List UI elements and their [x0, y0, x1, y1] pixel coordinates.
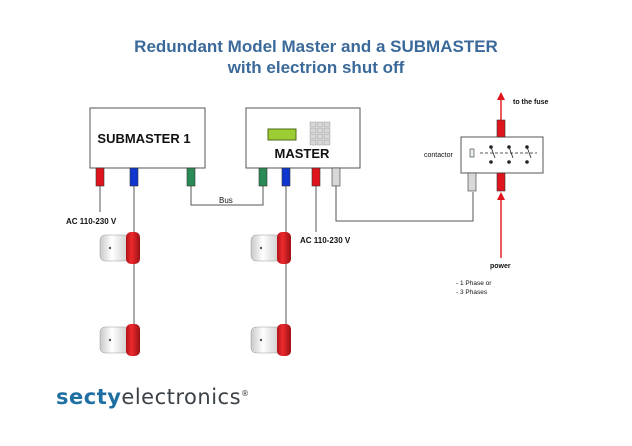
diagram-title-line-1: Redundant Model Master and a SUBMASTER — [134, 37, 498, 56]
submaster-terminal-red — [95, 167, 105, 187]
wires — [99, 186, 474, 330]
contactor-terminal-top-red — [496, 119, 506, 138]
contactor-switch-symbols — [480, 145, 537, 164]
contactor-control-wire — [335, 186, 474, 222]
to-fuse-label: to the fuse — [513, 99, 548, 106]
submaster-box — [89, 107, 206, 169]
ac-left-label: AC 110-230 V — [66, 217, 117, 226]
master-terminal-blue — [281, 167, 291, 187]
master-terminal-green — [258, 167, 268, 187]
master-label: MASTER — [275, 146, 331, 161]
siren-master-2 — [250, 324, 291, 356]
master-box — [245, 107, 361, 169]
siren-submaster-2 — [99, 324, 140, 356]
contactor-terminal-bottom-red — [496, 172, 506, 192]
master-terminal-red — [311, 167, 321, 187]
siren-submaster-1 — [99, 232, 140, 264]
logo-registered-mark: ® — [241, 389, 250, 398]
bus-wire — [190, 186, 264, 206]
contactor-label: contactor — [424, 152, 453, 159]
logo-part-secty: secty — [56, 385, 122, 409]
lcd-display — [267, 128, 297, 141]
submaster-terminal-green — [186, 167, 196, 187]
logo-part-electronics: electronics — [121, 385, 242, 409]
submaster-label: SUBMASTER 1 — [97, 131, 190, 146]
bus-label: Bus — [219, 196, 233, 205]
phase-option-1: - 1 Phase or — [456, 280, 492, 287]
terminals — [95, 167, 341, 187]
keypad — [309, 121, 331, 146]
power-arrow-head — [497, 192, 505, 200]
contactor-coil — [469, 148, 475, 158]
power-label: power — [490, 263, 511, 270]
phase-option-2: - 3 Phases — [456, 289, 488, 296]
diagram-title-line-2: with electrion shut off — [227, 58, 405, 77]
siren-master-1 — [250, 232, 291, 264]
submaster-terminal-blue — [129, 167, 139, 187]
master-terminal-grey — [331, 167, 341, 187]
to-fuse-arrow-head — [497, 92, 505, 100]
contactor-terminal-grey — [467, 172, 477, 192]
ac-right-label: AC 110-230 V — [300, 236, 351, 245]
secty-electronics-logo: sectyelectronics® — [56, 385, 250, 409]
